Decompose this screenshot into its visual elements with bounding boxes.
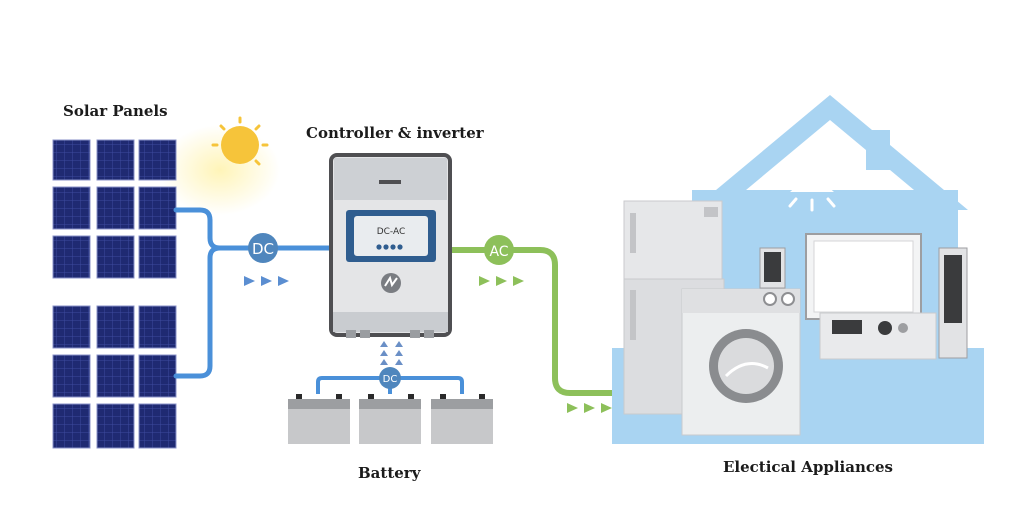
ac-wire bbox=[450, 247, 630, 396]
solar-panel-icon bbox=[52, 139, 91, 181]
solar-panel-icon bbox=[52, 186, 91, 230]
battery-dc-badge-text: DC bbox=[383, 374, 398, 385]
battery-label: Battery bbox=[358, 464, 421, 482]
solar-panel-icon bbox=[52, 403, 91, 449]
solar-panel-icon bbox=[52, 354, 91, 398]
ac-flow-arrows-top bbox=[479, 276, 524, 286]
dc-flow-arrows bbox=[244, 276, 289, 286]
battery-icon bbox=[431, 394, 493, 444]
tv-icon bbox=[805, 233, 922, 320]
solar-panel-icon bbox=[52, 305, 91, 349]
solar-panel-icon bbox=[138, 186, 177, 230]
stereo-icon bbox=[819, 312, 937, 360]
inverter-screen-text: DC-AC bbox=[377, 227, 406, 237]
battery-dc-badge: DC bbox=[379, 367, 401, 389]
sun-icon bbox=[160, 116, 280, 215]
speaker-icon bbox=[938, 247, 968, 359]
dc-badge-text: DC bbox=[252, 240, 274, 258]
solar-panel-icon bbox=[52, 235, 91, 279]
solar-panel-icon bbox=[138, 403, 177, 449]
solar-panel-icon bbox=[138, 139, 177, 181]
controller-label: Controller & inverter bbox=[306, 124, 484, 142]
solar-panel-icon bbox=[138, 235, 177, 279]
battery-flow-arrows bbox=[380, 341, 403, 365]
washing-machine-icon bbox=[681, 288, 801, 436]
solar-panel-icon bbox=[96, 235, 135, 279]
solar-panel-icon bbox=[138, 354, 177, 398]
battery-icon bbox=[359, 394, 421, 444]
appliances-label: Electical Appliances bbox=[723, 458, 893, 476]
dc-badge: DC bbox=[248, 233, 278, 263]
inverter-indicator-dots bbox=[376, 244, 403, 250]
ac-badge: AC bbox=[484, 235, 514, 265]
lamp-icon bbox=[788, 150, 836, 212]
solar-panel-icon bbox=[96, 403, 135, 449]
ac-badge-text: AC bbox=[489, 244, 508, 260]
solar-panel-icon bbox=[96, 305, 135, 349]
solar-panel-icon bbox=[138, 305, 177, 349]
solar-panel-icon bbox=[96, 186, 135, 230]
inverter-icon: DC-AC bbox=[329, 153, 452, 338]
solar-panel-array-top bbox=[52, 139, 177, 279]
speaker-icon bbox=[759, 247, 786, 289]
dc-wire bbox=[173, 207, 333, 379]
battery-icon bbox=[288, 394, 350, 444]
solar-panels-label: Solar Panels bbox=[63, 102, 168, 120]
ac-flow-arrows-bottom bbox=[567, 403, 612, 413]
solar-panel-icon bbox=[96, 354, 135, 398]
solar-panel-icon bbox=[96, 139, 135, 181]
solar-panel-array-bottom bbox=[52, 305, 177, 449]
